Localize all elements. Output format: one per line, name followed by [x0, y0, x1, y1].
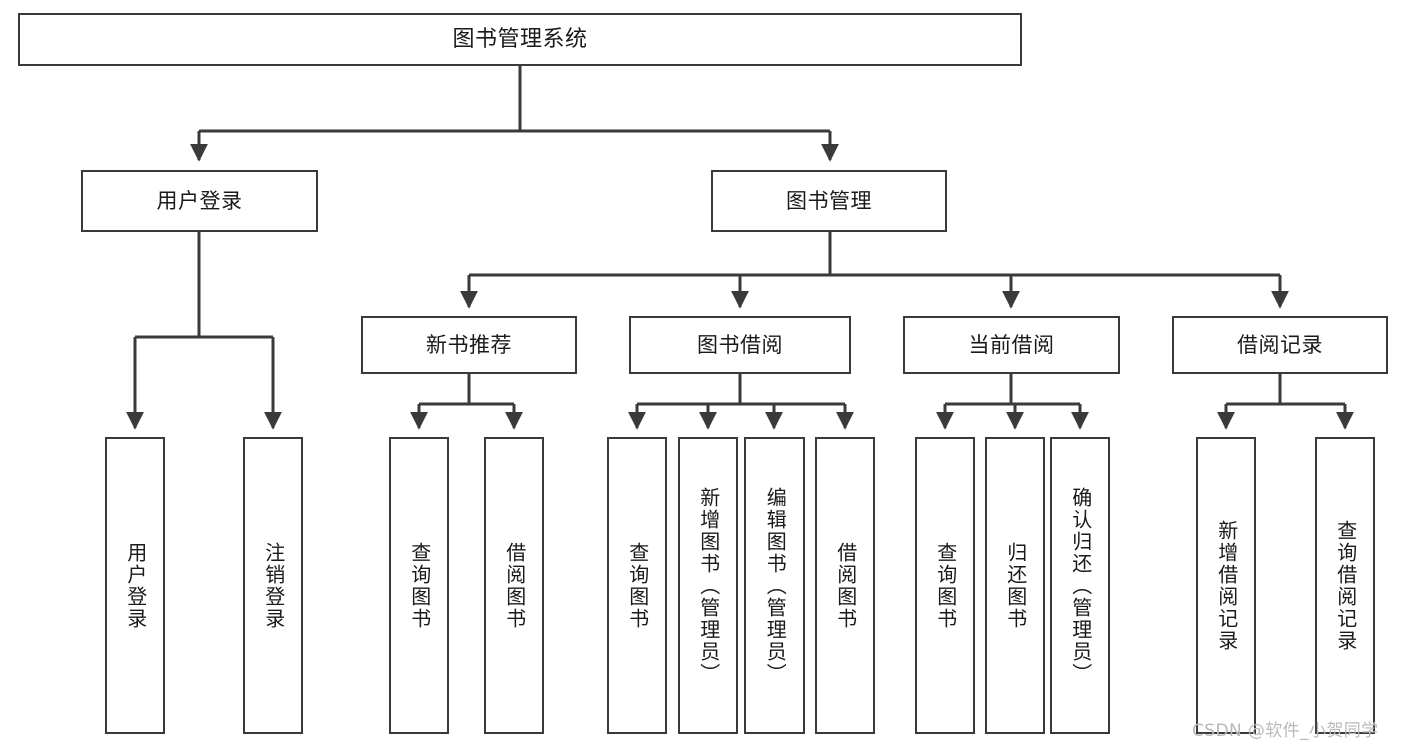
node-leaf-borrow-book-1[interactable]: 借阅图书: [484, 437, 544, 734]
node-leaf-edit-book-label: 编辑图书（管理员）: [763, 486, 788, 685]
node-leaf-query-record-label: 查询借阅记录: [1333, 519, 1358, 652]
node-borrow-record[interactable]: 借阅记录: [1172, 316, 1388, 374]
node-leaf-logout-label: 注销登录: [261, 541, 286, 630]
node-root-label: 图书管理系统: [452, 26, 588, 52]
node-leaf-edit-book[interactable]: 编辑图书（管理员）: [744, 437, 805, 734]
node-leaf-borrow-book-2[interactable]: 借阅图书: [815, 437, 875, 734]
node-leaf-borrow-book-1-label: 借阅图书: [502, 541, 527, 630]
node-leaf-borrow-book-2-label: 借阅图书: [833, 541, 858, 630]
node-leaf-add-book-label: 新增图书（管理员）: [696, 486, 721, 685]
node-leaf-query-book-3[interactable]: 查询图书: [915, 437, 975, 734]
node-current-borrow[interactable]: 当前借阅: [903, 316, 1120, 374]
node-leaf-add-record-label: 新增借阅记录: [1214, 519, 1239, 652]
node-leaf-query-record[interactable]: 查询借阅记录: [1315, 437, 1375, 734]
node-leaf-logout[interactable]: 注销登录: [243, 437, 303, 734]
node-leaf-add-book[interactable]: 新增图书（管理员）: [678, 437, 738, 734]
node-leaf-user-login-label: 用户登录: [123, 541, 148, 630]
node-leaf-query-book-2[interactable]: 查询图书: [607, 437, 667, 734]
node-borrow-record-label: 借阅记录: [1237, 332, 1323, 357]
node-book-borrow[interactable]: 图书借阅: [629, 316, 851, 374]
node-user-login-label: 用户登录: [156, 188, 243, 213]
node-leaf-confirm-return-label: 确认归还（管理员）: [1068, 486, 1093, 685]
node-book-borrow-label: 图书借阅: [697, 332, 783, 357]
node-leaf-query-book-1-label: 查询图书: [407, 541, 432, 630]
node-leaf-return-book-label: 归还图书: [1003, 541, 1028, 630]
node-leaf-query-book-3-label: 查询图书: [933, 541, 958, 630]
node-current-borrow-label: 当前借阅: [968, 332, 1055, 357]
csdn-watermark: CSDN @软件_小贺同学: [1192, 721, 1379, 741]
node-leaf-add-record[interactable]: 新增借阅记录: [1196, 437, 1256, 734]
node-book-manage[interactable]: 图书管理: [711, 170, 947, 232]
node-new-book-recommend-label: 新书推荐: [426, 332, 512, 357]
node-book-manage-label: 图书管理: [786, 188, 872, 213]
node-leaf-query-book-1[interactable]: 查询图书: [389, 437, 449, 734]
node-leaf-query-book-2-label: 查询图书: [625, 541, 650, 630]
node-leaf-user-login[interactable]: 用户登录: [105, 437, 165, 734]
node-root[interactable]: 图书管理系统: [18, 13, 1022, 66]
node-new-book-recommend[interactable]: 新书推荐: [361, 316, 577, 374]
node-leaf-return-book[interactable]: 归还图书: [985, 437, 1045, 734]
node-leaf-confirm-return[interactable]: 确认归还（管理员）: [1050, 437, 1110, 734]
node-user-login[interactable]: 用户登录: [81, 170, 318, 232]
